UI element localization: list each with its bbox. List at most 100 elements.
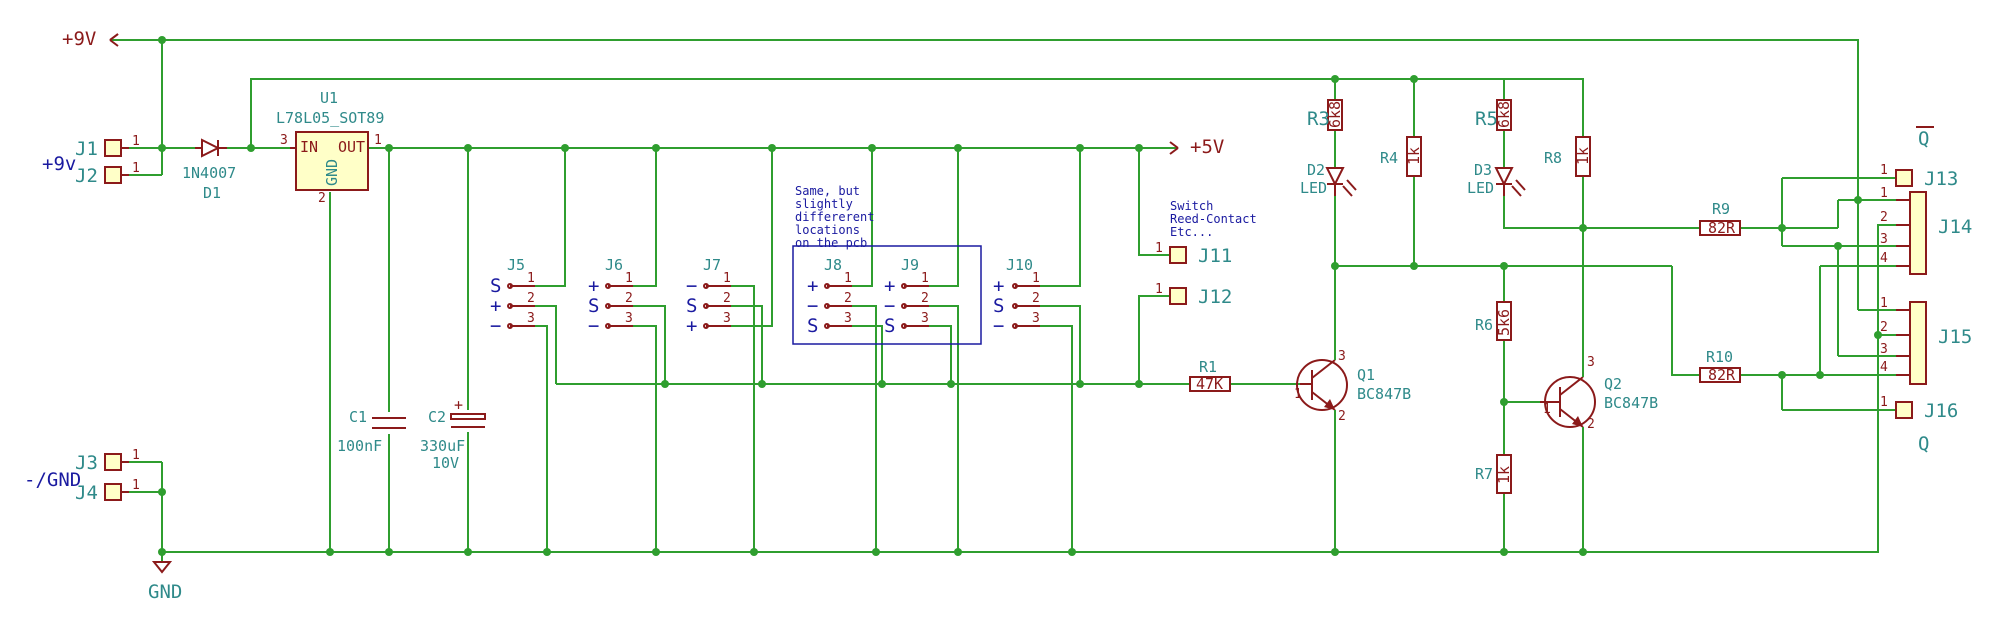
svg-text:1: 1 (1880, 296, 1888, 311)
connector-j2-ref: J2 (75, 165, 98, 187)
svg-text:Same, but: Same, but (795, 184, 860, 198)
resistor-r4-ref: R4 (1380, 149, 1398, 167)
diode-d1-part: 1N4007 (182, 164, 236, 182)
svg-text:3: 3 (280, 133, 288, 148)
svg-text:Switch: Switch (1170, 199, 1213, 213)
connector-j4: 1 J4 (75, 478, 140, 504)
transistor-q1-part: BC847B (1357, 385, 1411, 403)
resistor-r6: 5k6 R6 (1475, 301, 1513, 341)
connector-j11: 1 J11 (1155, 241, 1232, 267)
svg-text:2: 2 (625, 291, 633, 306)
resistor-r1: R1 47K (1189, 358, 1231, 393)
svg-text:3: 3 (723, 311, 731, 326)
svg-text:+: + (884, 275, 895, 297)
svg-text:−: − (490, 315, 501, 337)
resistor-r9: R9 82R (1699, 200, 1741, 237)
resistor-r6-value: 5k6 (1495, 309, 1513, 336)
svg-text:2: 2 (723, 291, 731, 306)
connector-j15: 12 34 J15 (1880, 296, 1972, 385)
svg-text:2: 2 (318, 191, 326, 206)
junctions (158, 36, 1882, 556)
svg-text:3: 3 (921, 311, 929, 326)
connector-j9-ref: J9 (901, 256, 919, 274)
svg-text:3: 3 (1338, 349, 1346, 364)
svg-text:+: + (490, 295, 501, 317)
svg-text:2: 2 (1338, 409, 1346, 424)
svg-text:1: 1 (921, 271, 929, 286)
input-gnd-label: -/GND (24, 469, 81, 491)
connector-j6-ref: J6 (605, 256, 623, 274)
svg-text:1: 1 (132, 134, 140, 149)
connector-j8-ref: J8 (824, 256, 842, 274)
resistor-r5-ref: R5 (1475, 108, 1498, 130)
svg-text:1: 1 (374, 133, 382, 148)
capacitor-c2-ref: C2 (428, 408, 446, 426)
resistor-r3-ref: R3 (1307, 108, 1330, 130)
diode-d1: 1N4007 D1 (182, 138, 236, 202)
regulator-u1-ref: U1 (320, 89, 338, 107)
connector-j16-ref: J16 (1924, 400, 1958, 422)
q-bar-label: Q (1918, 128, 1929, 150)
svg-text:−: − (884, 295, 895, 317)
connector-j14-ref: J14 (1938, 216, 1972, 238)
svg-text:1: 1 (844, 271, 852, 286)
connector-j3: 1 J3 (75, 448, 140, 474)
svg-text:3: 3 (1587, 355, 1595, 370)
led-d2: D2 LED (1300, 161, 1357, 197)
svg-text:1: 1 (132, 448, 140, 463)
resistor-r3-value: 6k8 (1326, 101, 1344, 128)
resistor-r9-value: 82R (1708, 219, 1736, 237)
svg-text:1: 1 (723, 271, 731, 286)
resistor-r8-ref: R8 (1544, 149, 1562, 167)
svg-text:S: S (686, 295, 697, 317)
led-d2-type: LED (1300, 179, 1327, 197)
connector-j4-ref: J4 (75, 482, 98, 504)
svg-text:S: S (807, 315, 818, 337)
led-d2-ref: D2 (1307, 161, 1325, 179)
regulator-gnd-pin: GND (323, 159, 341, 186)
svg-text:3: 3 (1880, 232, 1888, 247)
capacitor-c2: + C2 330uF 10V (420, 396, 486, 472)
resistor-r3: 6k8 R3 (1307, 99, 1344, 131)
regulator-u1: 3 1 2 IN OUT GND U1 L78L05_SOT89 (276, 89, 384, 206)
svg-text:+: + (454, 396, 463, 414)
resistor-r6-ref: R6 (1475, 316, 1493, 334)
capacitor-c1: C1 100nF (337, 408, 406, 455)
led-d3-ref: D3 (1474, 161, 1492, 179)
switch-note: Switch Reed-Contact Etc... (1170, 199, 1257, 239)
svg-text:1: 1 (132, 161, 140, 176)
svg-text:slightly: slightly (795, 197, 853, 211)
svg-text:1: 1 (1032, 271, 1040, 286)
connector-j10-ref: J10 (1006, 256, 1033, 274)
svg-text:locations: locations (795, 223, 860, 237)
resistor-r8: 1k R8 (1544, 136, 1592, 177)
connector-j14: 12 34 J14 (1880, 186, 1972, 275)
connector-j6: 123 J6 + S − (588, 256, 633, 337)
q-label: Q (1918, 433, 1929, 455)
transistor-q2-ref: Q2 (1604, 375, 1622, 393)
capacitor-c2-value: 330uF (420, 437, 465, 455)
connector-j11-ref: J11 (1198, 245, 1232, 267)
power-5v-label: +5V (1190, 136, 1224, 158)
connector-j13-ref: J13 (1924, 168, 1958, 190)
resistor-r7-value: 1k (1495, 466, 1513, 484)
svg-text:3: 3 (1880, 342, 1888, 357)
regulator-out-pin: OUT (338, 138, 365, 156)
resistor-r8-value: 1k (1574, 147, 1592, 165)
gnd-symbol: GND (148, 552, 182, 603)
connector-j1-ref: J1 (75, 138, 98, 160)
svg-text:2: 2 (1587, 417, 1595, 432)
connector-j5-ref: J5 (507, 256, 525, 274)
capacitor-c1-value: 100nF (337, 437, 382, 455)
svg-text:on the pcb: on the pcb (795, 236, 867, 250)
transistor-q2-part: BC847B (1604, 394, 1658, 412)
input-9v-label: +9v (42, 153, 76, 175)
resistor-r10: R10 82R (1699, 348, 1741, 384)
svg-text:1: 1 (1880, 163, 1888, 178)
resistor-r10-ref: R10 (1706, 348, 1733, 366)
connector-j12: 1 J12 (1155, 282, 1232, 308)
svg-text:+: + (993, 275, 1004, 297)
power-5v-symbol: +5V (1160, 136, 1224, 158)
svg-text:differerent: differerent (795, 210, 874, 224)
connector-j7-ref: J7 (703, 256, 721, 274)
